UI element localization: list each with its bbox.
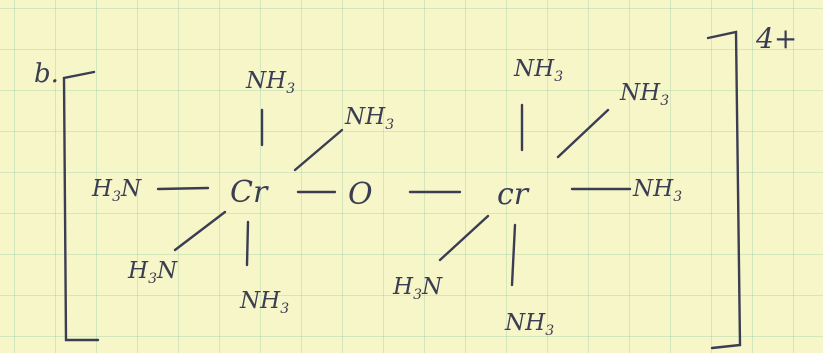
svg-text:H3N: H3N <box>127 258 178 287</box>
svg-text:NH3: NH3 <box>619 80 669 109</box>
svg-text:NH3: NH3 <box>513 56 563 85</box>
bond-left-left <box>156 186 210 191</box>
right-bracket <box>706 30 742 350</box>
bond-right-upper-right <box>556 108 610 159</box>
chromium-right: cr <box>497 177 530 212</box>
bridging-oxygen: O <box>348 177 373 212</box>
ammine-right-lower-left: H3N <box>392 274 443 303</box>
bond-right-bottom <box>510 223 517 287</box>
svg-text:H3N: H3N <box>91 176 142 205</box>
ammine-right-upper-right: NH3 <box>619 80 669 109</box>
svg-text:NH3: NH3 <box>344 104 394 133</box>
ammine-left-upper-right: NH3 <box>344 104 394 133</box>
complex-charge: 4+ <box>755 22 797 55</box>
chromium-left: Cr <box>230 175 269 210</box>
ammine-left-left: H3N <box>91 176 142 205</box>
svg-text:NH3: NH3 <box>504 310 554 339</box>
ammine-right-right: NH3 <box>632 176 682 205</box>
bond-right-lower-left <box>438 214 490 262</box>
problem-label: b. <box>34 59 59 89</box>
svg-text:NH3: NH3 <box>245 68 295 97</box>
bond-left-upper-right <box>293 128 344 172</box>
bond-left-lower-left <box>173 210 227 252</box>
left-bracket <box>62 70 100 342</box>
ammine-left-bottom: NH3 <box>239 288 289 317</box>
bond-left-bottom <box>245 220 250 267</box>
ammine-right-bottom: NH3 <box>504 310 554 339</box>
ammine-left-top: NH3 <box>245 68 295 97</box>
ammine-right-top: NH3 <box>513 56 563 85</box>
svg-text:H3N: H3N <box>392 274 443 303</box>
svg-text:NH3: NH3 <box>632 176 682 205</box>
ammine-left-lower-left: H3N <box>127 258 178 287</box>
svg-text:NH3: NH3 <box>239 288 289 317</box>
